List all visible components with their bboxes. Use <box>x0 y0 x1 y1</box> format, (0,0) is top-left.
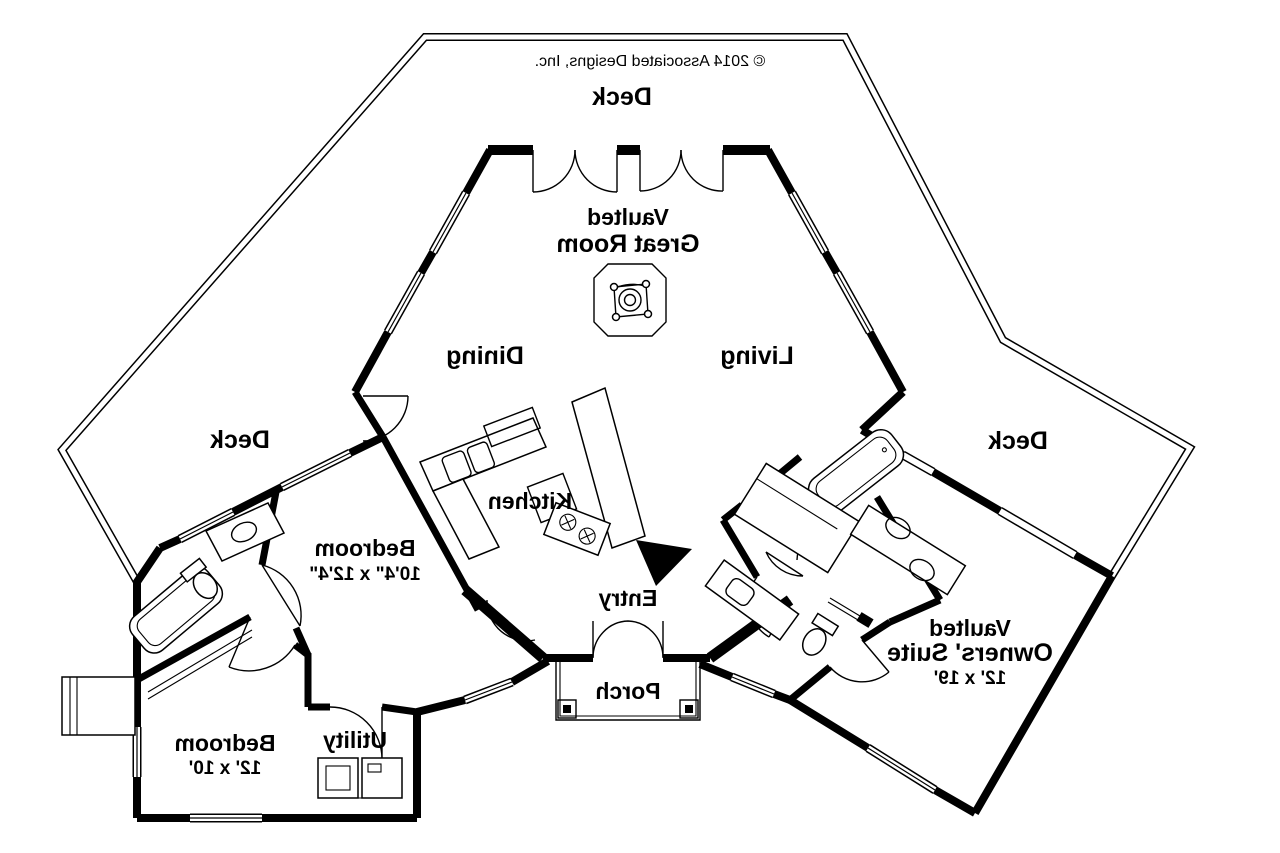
washer <box>317 757 359 799</box>
interior-walls <box>135 390 943 716</box>
label-bedroom-lower-1: Bedroom <box>175 730 276 756</box>
kitchen-cabinet <box>482 406 542 448</box>
vanity-left <box>204 502 286 562</box>
label-bedroom-upper-2: 10'4" x 12'4" <box>309 564 421 585</box>
label-great-room-2: Great Room <box>556 230 699 258</box>
utility-door <box>329 706 383 760</box>
toilet-left <box>179 557 219 600</box>
porch-post-left <box>557 699 577 719</box>
french-door-left <box>532 149 618 193</box>
label-bedroom-lower-2: 12' x 10' <box>189 758 261 779</box>
suite-bedroom-door <box>829 639 890 683</box>
label-suite-2: Owners' Suite <box>887 639 1053 667</box>
french-door-right <box>639 149 724 192</box>
window-bedroom-upper <box>279 448 353 492</box>
window-suite-bottom <box>865 744 938 794</box>
window-greatroom-right-2 <box>833 270 874 335</box>
kitchen-fixtures <box>418 386 646 560</box>
label-deck-left: Deck <box>210 426 270 454</box>
window-utility-front <box>463 677 514 705</box>
bedroom-lower-features <box>61 629 253 736</box>
walk-in-closet <box>733 462 861 574</box>
utility-appliances <box>317 757 403 799</box>
porch-structure <box>555 658 701 721</box>
exterior-walls <box>133 145 1116 822</box>
label-deck-top: Deck <box>592 83 652 111</box>
window-seat-bumpout <box>61 676 136 736</box>
window-suite-front <box>730 672 776 699</box>
label-great-room-1: Vaulted <box>587 204 669 230</box>
pocket-door <box>827 597 874 628</box>
label-living: Living <box>720 342 794 370</box>
window-bath-left <box>177 507 236 544</box>
label-kitchen: Kitchen <box>488 488 572 514</box>
porch-post-right <box>679 699 699 719</box>
copyright-label: © 2014 Associated Designs, Inc. <box>535 53 766 70</box>
toilet-suite <box>801 612 840 656</box>
label-utility: Utility <box>323 727 387 753</box>
bathroom-suite <box>704 428 967 656</box>
bedroom-lower-door <box>228 616 296 672</box>
window-greatroom-left-2 <box>384 270 425 335</box>
bathroom-left <box>128 502 286 654</box>
label-dining: Dining <box>446 342 524 370</box>
entry-double-door <box>592 620 664 658</box>
vanity-double <box>849 504 967 596</box>
label-porch: Porch <box>595 678 660 704</box>
label-suite-3: 12' x 19' <box>934 668 1006 689</box>
kitchen-counter <box>418 417 548 492</box>
dining-hall-arch <box>362 395 409 442</box>
bedroom-upper-door <box>261 564 302 627</box>
label-entry: Entry <box>598 585 657 611</box>
entry-kitchen-wall-corner <box>636 540 692 586</box>
window-suite-deck-1 <box>900 451 936 476</box>
window-suite-deck-2 <box>997 507 1078 559</box>
window-greatroom-right-1 <box>788 190 829 255</box>
label-suite-1: Vaulted <box>929 615 1011 641</box>
deck-outline <box>57 33 1196 584</box>
kitchen-range <box>542 501 612 557</box>
dryer <box>361 757 403 799</box>
closet-shelf <box>147 629 253 700</box>
fireplace <box>593 263 667 337</box>
windows <box>132 190 1078 823</box>
vanity-single <box>704 558 800 642</box>
labels: © 2014 Associated Designs, Inc. Deck Vau… <box>175 53 1053 779</box>
label-deck-right: Deck <box>988 427 1048 455</box>
kitchen-island <box>571 386 646 549</box>
window-greatroom-left-1 <box>429 190 470 255</box>
closet-door <box>765 551 804 577</box>
kitchen-counter-return <box>431 478 501 560</box>
hall-door-left-wing <box>486 599 536 642</box>
label-bedroom-upper-1: Bedroom <box>315 535 416 561</box>
